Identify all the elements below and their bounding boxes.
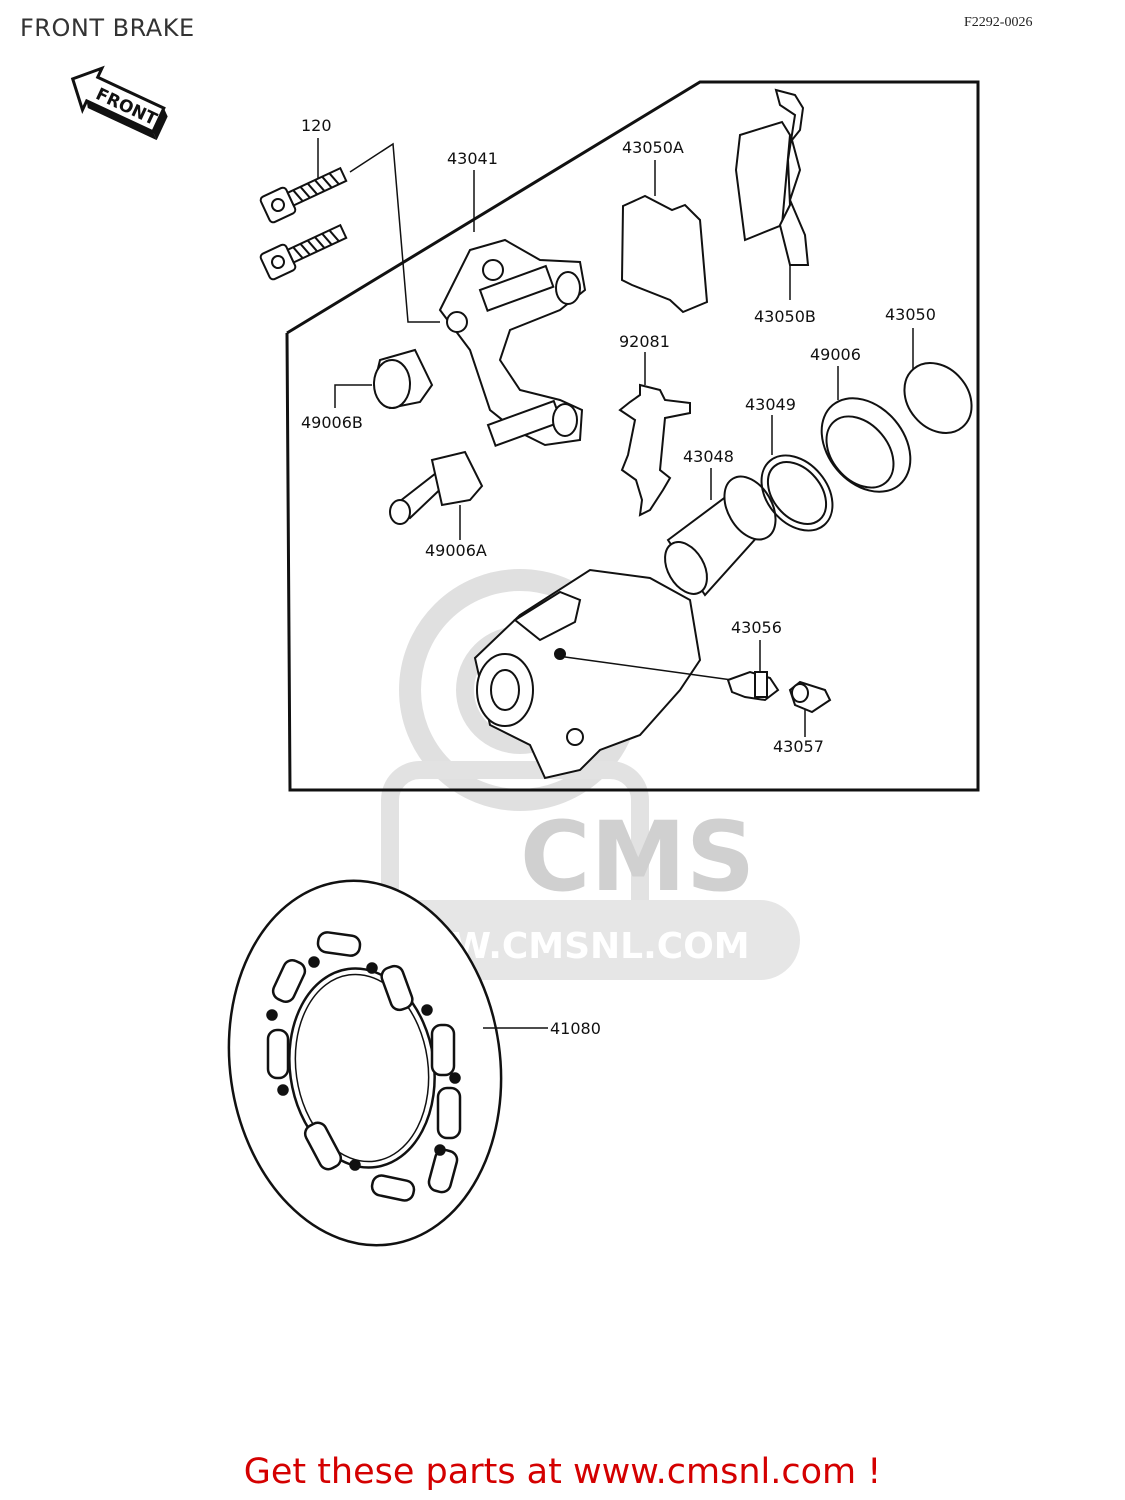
brake-disc-41080	[227, 879, 503, 1247]
part-label-43050a: 43050A	[622, 138, 684, 157]
part-label-49006a: 49006A	[425, 541, 487, 560]
front-arrow: FRONT	[70, 65, 168, 141]
diagram-code: F2292-0026	[964, 15, 1033, 30]
footer-link[interactable]: Get these parts at www.cmsnl.com !	[243, 1452, 882, 1492]
part-label-43050b: 43050B	[754, 307, 816, 326]
part-label-43049: 43049	[745, 395, 796, 414]
seal-49006	[820, 397, 912, 493]
spring-92081	[618, 383, 691, 517]
brake-diagram: CMS WWW.CMSNL.COM FRONT	[70, 65, 980, 1247]
bolt-120	[259, 166, 348, 281]
cap-43050	[903, 362, 973, 434]
boot-49006a	[389, 450, 484, 525]
bleeder-cap-43057	[788, 680, 832, 714]
part-label-120: 120	[301, 116, 332, 135]
caliper-bracket-43041	[438, 238, 587, 447]
part-label-43056: 43056	[731, 618, 782, 637]
page-title: FRONT BRAKE	[20, 14, 195, 42]
part-label-41080: 41080	[550, 1019, 601, 1038]
part-label-49006: 49006	[810, 345, 861, 364]
brake-pad-43050b	[734, 88, 810, 266]
piston-43048	[664, 475, 777, 597]
brake-pad-43050a	[620, 194, 709, 314]
part-label-43057: 43057	[773, 737, 824, 756]
bleeder-43056	[726, 670, 780, 702]
part-label-43050: 43050	[885, 305, 936, 324]
part-label-43048: 43048	[683, 447, 734, 466]
caliper-body	[473, 568, 702, 780]
watermark-brand: CMS	[520, 801, 755, 913]
part-label-43041: 43041	[447, 149, 498, 168]
caliper-box	[285, 80, 980, 792]
boot-49006b	[372, 348, 434, 410]
part-label-92081: 92081	[619, 332, 670, 351]
seal-43049	[760, 454, 834, 532]
part-label-49006b: 49006B	[301, 413, 363, 432]
